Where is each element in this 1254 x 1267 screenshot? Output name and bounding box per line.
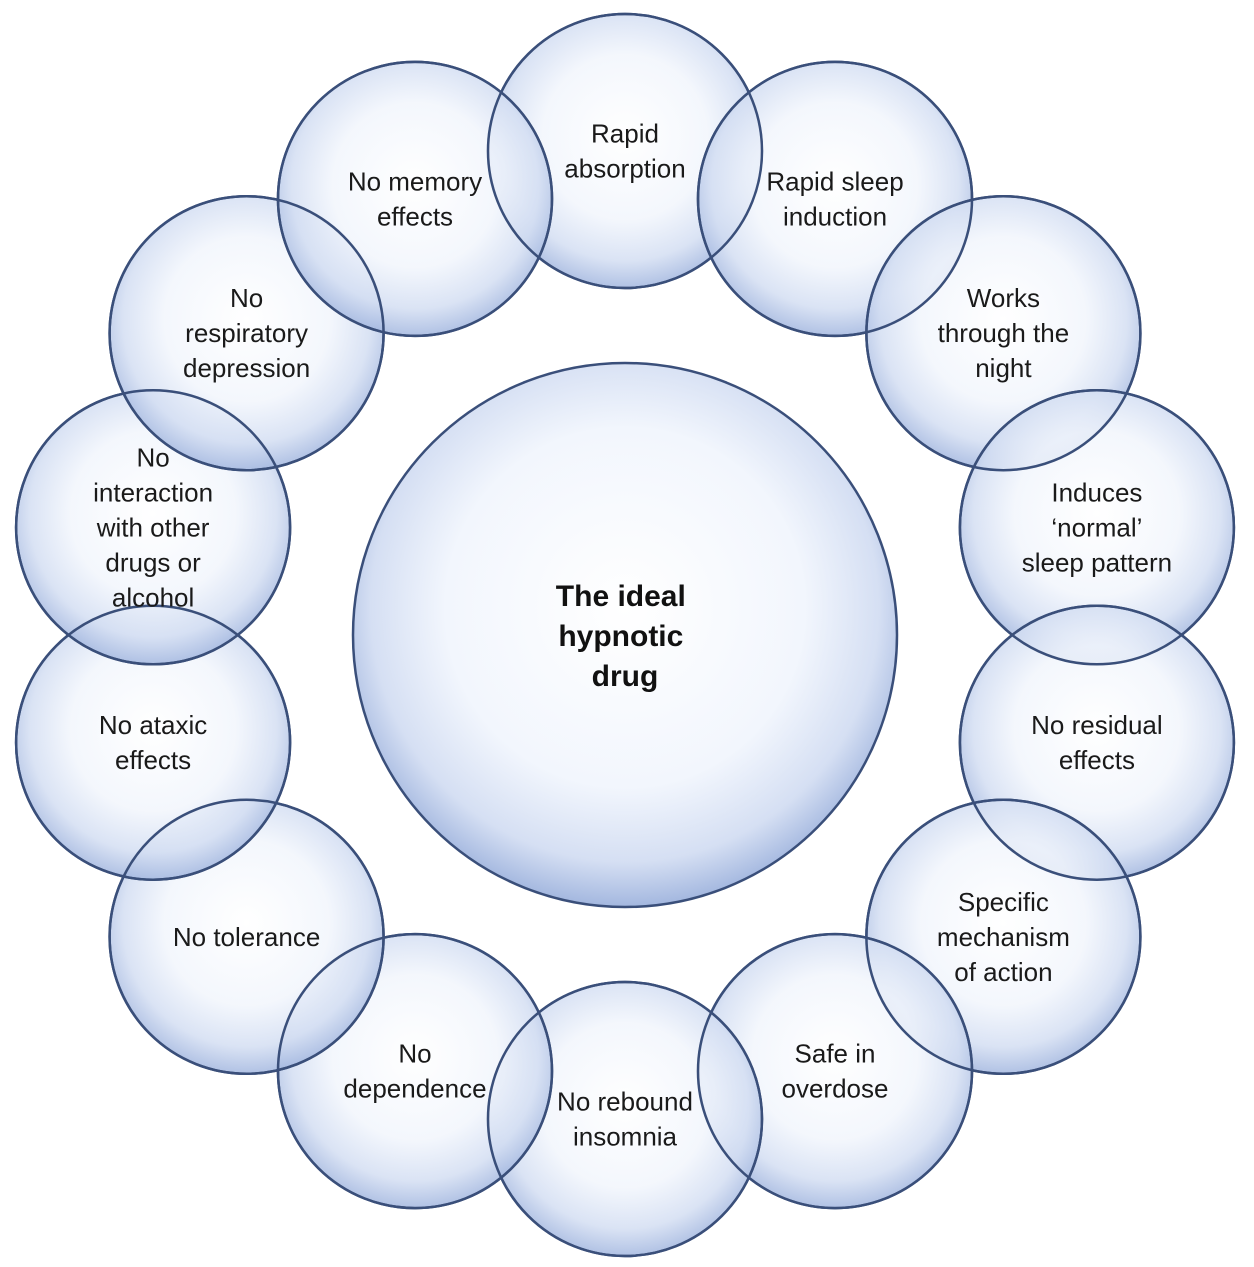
bubble-outline-no-residual-effects: [958, 604, 1236, 881]
label-line: respiratory: [185, 318, 308, 348]
label-line: Rapid sleep: [766, 166, 903, 196]
bubble-outline-induces-normal-sleep-pattern: [958, 389, 1236, 666]
label-induces-normal-sleep-pattern: Induces ‘normal’ sleep pattern: [1022, 477, 1172, 577]
label-line: dependence: [343, 1074, 486, 1104]
label-no-interaction-with-other-drugs: No interaction with other drugs or alcohol: [93, 442, 213, 612]
label-line: No rebound: [557, 1087, 693, 1117]
label-line: No ataxic: [99, 710, 207, 740]
label-line: interaction: [93, 477, 213, 507]
label-line: No: [398, 1039, 431, 1069]
label-rapid-sleep-induction: Rapid sleep induction: [766, 166, 903, 231]
label-works-through-the-night: Works through the night: [938, 283, 1070, 383]
bubble-outline-no-rebound-insomnia: [486, 980, 764, 1258]
center-title-line: hypnotic: [558, 620, 683, 653]
label-line: of action: [954, 957, 1052, 987]
label-no-residual-effects: No residual effects: [1031, 710, 1163, 775]
label-line: with other: [96, 512, 210, 542]
label-line: drugs or: [105, 547, 201, 577]
label-line: Specific: [958, 887, 1049, 917]
label-no-ataxic-effects: No ataxic effects: [99, 710, 207, 775]
bubble-outline-no-tolerance: [108, 798, 385, 1076]
center-title-line: The ideal: [556, 580, 686, 613]
label-specific-mechanism-of-action: Specific mechanism of action: [937, 887, 1070, 987]
label-line: effects: [1059, 745, 1135, 775]
label-line: No tolerance: [173, 922, 320, 952]
bubble-outline-safe-in-overdose: [696, 932, 974, 1210]
label-line: effects: [115, 745, 191, 775]
label-line: Works: [967, 283, 1040, 313]
label-line: effects: [377, 201, 453, 231]
label-line: Safe in: [795, 1039, 876, 1069]
label-safe-in-overdose: Safe in overdose: [782, 1039, 889, 1104]
label-no-rebound-insomnia: No rebound insomnia: [557, 1087, 693, 1152]
label-no-respiratory-depression: No respiratory depression: [183, 283, 310, 383]
label-line: insomnia: [573, 1122, 678, 1152]
center-title: The ideal hypnotic drug: [556, 580, 694, 693]
label-line: Induces: [1051, 477, 1142, 507]
label-line: through the: [938, 318, 1070, 348]
label-line: No memory: [348, 166, 482, 196]
label-rapid-absorption: Rapid absorption: [564, 119, 685, 184]
label-no-memory-effects: No memory effects: [348, 166, 482, 231]
bubble-labels: Rapid absorption Rapid sleep inductionWorks…: [93, 119, 1172, 1152]
center-title-line: drug: [592, 660, 659, 693]
bubble-outlines: [14, 12, 1236, 1258]
bubble-outline-rapid-absorption: [486, 12, 764, 290]
label-line: Rapid: [591, 119, 659, 149]
bubble-outline-no-memory-effects: [276, 60, 554, 338]
bubble-no-memory-effects: [276, 60, 554, 338]
label-no-dependence: No dependence: [343, 1039, 486, 1104]
label-line: No: [230, 283, 263, 313]
label-line: alcohol: [112, 582, 194, 612]
label-line: mechanism: [937, 922, 1070, 952]
bubble-outline-no-interaction-with-other-drugs: [14, 389, 292, 666]
bubble-outline-works-through-the-night: [865, 194, 1142, 472]
label-line: No: [136, 442, 169, 472]
center-circle: [351, 361, 899, 909]
bubble-outline-no-ataxic-effects: [14, 604, 292, 881]
label-line: sleep pattern: [1022, 547, 1172, 577]
label-line: overdose: [782, 1074, 889, 1104]
label-line: induction: [783, 201, 887, 231]
label-line: depression: [183, 353, 310, 383]
label-no-tolerance: No tolerance: [173, 922, 320, 952]
label-line: No residual: [1031, 710, 1163, 740]
label-line: absorption: [564, 154, 685, 184]
label-line: ‘normal’: [1051, 512, 1142, 542]
center-bubble: The ideal hypnotic drug: [351, 361, 899, 909]
label-line: night: [975, 353, 1032, 383]
